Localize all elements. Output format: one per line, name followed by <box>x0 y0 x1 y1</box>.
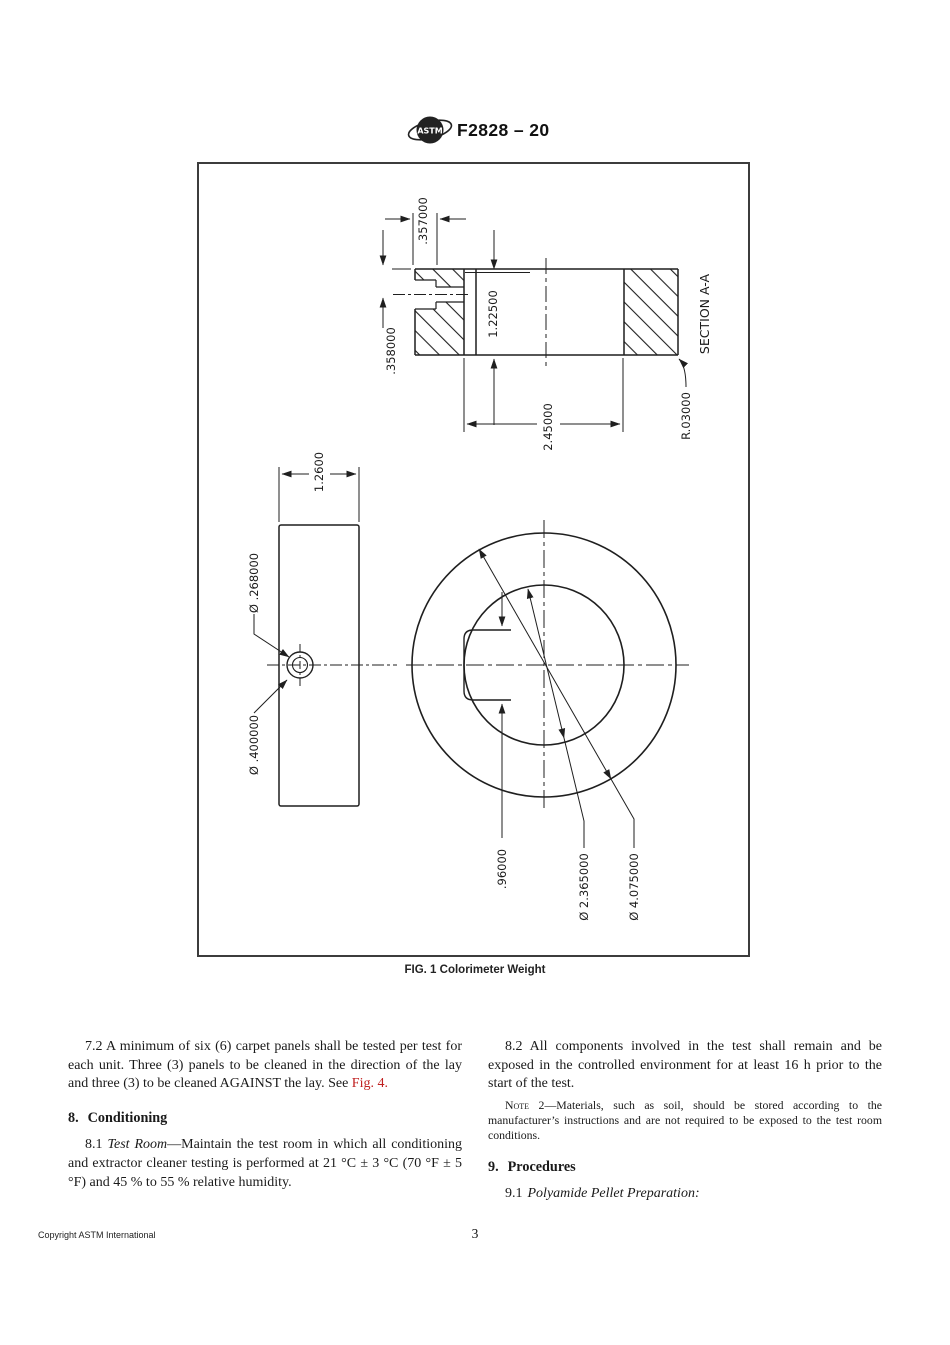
astm-logo-text: ASTM <box>417 127 442 136</box>
dim-label-96000: .96000 <box>495 849 509 889</box>
dim-label-400: Ø .400000 <box>247 715 261 775</box>
dim-label-358: .358000 <box>384 327 398 375</box>
paragraph-9-1-term: Polyamide Pellet Preparation: <box>527 1186 700 1202</box>
section-8-heading: 8. Conditioning <box>68 1109 462 1128</box>
section-9-number: 9. <box>488 1158 499 1175</box>
side-view <box>253 467 397 807</box>
note-2-label: Note 2 <box>505 1097 545 1112</box>
dim-label-12250: 1.22500 <box>486 290 500 338</box>
left-column: 7.2 A minimum of six (6) carpet panels s… <box>68 1038 462 1204</box>
colorimeter-weight-drawing: .357000 .358000 1.22500 2.45000 R.03000 … <box>247 197 712 921</box>
dim-label-357: .357000 <box>416 197 430 245</box>
document-code: F2828 – 20 <box>457 120 550 140</box>
section-8-number: 8. <box>68 1109 79 1126</box>
fig-4-link[interactable]: Fig. 4. <box>351 1076 388 1092</box>
dim-label-12600: 1.2600 <box>312 452 326 492</box>
copyright-notice: Copyright ASTM International <box>38 1230 156 1240</box>
dim-label-268: Ø .268000 <box>247 553 261 613</box>
dim-label-2365: Ø 2.365000 <box>577 853 591 921</box>
figure-1: .357000 .358000 1.22500 2.45000 R.03000 … <box>197 162 750 957</box>
paragraph-7-2: 7.2 A minimum of six (6) carpet panels s… <box>68 1038 462 1094</box>
paragraph-8-1-term: Test Room <box>107 1137 168 1153</box>
astm-logo-icon: ASTM <box>407 116 453 144</box>
dim-label-24500: 2.45000 <box>541 403 555 451</box>
body-text: 7.2 A minimum of six (6) carpet panels s… <box>68 1038 882 1204</box>
paragraph-8-1-number: 8.1 <box>85 1137 103 1153</box>
paragraph-7-2-text: 7.2 A minimum of six (6) carpet panels s… <box>68 1039 462 1092</box>
section-8-title: Conditioning <box>87 1109 168 1126</box>
dim-label-4075: Ø 4.075000 <box>627 853 641 921</box>
section-view <box>379 213 689 432</box>
paragraph-8-2: 8.2 All components involved in the test … <box>488 1039 882 1092</box>
dim-label-r03000: R.03000 <box>679 392 693 440</box>
note-2-text: —Materials, such as soil, should be stor… <box>488 1097 882 1142</box>
front-view <box>406 520 689 848</box>
section-9-title: Procedures <box>507 1158 576 1175</box>
section-9-heading: 9. Procedures <box>488 1158 882 1177</box>
paragraph-8-1-text: —Maintain the test room in which all con… <box>68 1137 462 1190</box>
right-column: 8.2 All components involved in the test … <box>488 1038 882 1204</box>
note-2: Note 2—Materials, such as soil, should b… <box>488 1098 882 1143</box>
figure-caption: FIG. 1 Colorimeter Weight <box>404 964 546 976</box>
section-aa-label: SECTION A-A <box>697 273 712 354</box>
page-number: 3 <box>471 1226 479 1241</box>
paragraph-9-1-number: 9.1 <box>505 1186 523 1202</box>
